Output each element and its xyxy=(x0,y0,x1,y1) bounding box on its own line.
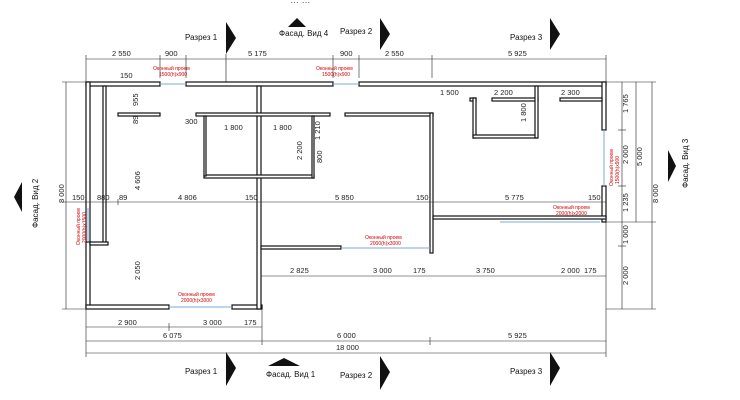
svg-text:Оконный проем: Оконный проем xyxy=(75,208,82,245)
bottom-dim-1: 2 900 xyxy=(118,318,137,327)
window-label-3b: 2000(h)х3000 xyxy=(370,241,401,247)
dim-2200-vert: 2 200 xyxy=(295,141,304,160)
right-dim-5: 2 000 xyxy=(621,266,630,285)
dim-2050: 2 050 xyxy=(133,261,142,280)
top-dim-2: 900 xyxy=(165,49,178,58)
mid-dim-4: 4 806 xyxy=(178,193,197,202)
svg-text:Фасад. Вид 1: Фасад. Вид 1 xyxy=(266,370,316,379)
dim-1500: 1 500 xyxy=(440,88,459,97)
svg-text:Разрез 3: Разрез 3 xyxy=(510,33,543,42)
dim-2825: 2 825 xyxy=(290,266,309,275)
bottom-dim-3: 175 xyxy=(244,318,257,327)
mid-dim-9: 150 xyxy=(588,193,601,202)
section-marker-s1-top: Разрез 1 xyxy=(185,22,236,82)
svg-text:2000(h)х1500: 2000(h)х1500 xyxy=(82,212,88,243)
bottom-dim-4: 6 075 xyxy=(163,331,182,340)
dim-2300: 2 300 xyxy=(561,88,580,97)
facade-marker-2: Фасад. Вид 2 xyxy=(14,178,40,228)
dim-3000-lower: 3 000 xyxy=(373,266,392,275)
window-openings xyxy=(87,83,605,308)
bottom-dim-2: 3 000 xyxy=(203,318,222,327)
bottom-dimension-chains xyxy=(85,222,607,357)
dim-1800-a: 1 800 xyxy=(224,123,243,132)
svg-text:Фасад. Вид 3: Фасад. Вид 3 xyxy=(681,138,690,188)
dim-89-vert: 89 xyxy=(131,116,140,124)
svg-text:Разрез 3: Разрез 3 xyxy=(510,367,543,376)
window-label-4: Оконный проем 2000(h)х1500 xyxy=(75,208,88,245)
window-label-6a: Оконный проем xyxy=(178,291,215,298)
right-total-a: 5 000 xyxy=(635,147,644,166)
mid-dim-2: 880 xyxy=(97,193,110,202)
section-marker-s2-top: Разрез 2 xyxy=(340,18,390,50)
window-label-2b: 1500(h)х900 xyxy=(322,72,350,78)
svg-text:Разрез 2: Разрез 2 xyxy=(340,27,373,36)
svg-text:1500(h)х900: 1500(h)х900 xyxy=(615,156,621,184)
section-marker-s1-bottom: Разрез 1 xyxy=(185,352,236,386)
top-dim-1: 2 550 xyxy=(112,49,131,58)
dim-175-lower: 175 xyxy=(413,266,426,275)
window-label-2a: Оконный проем xyxy=(316,65,353,72)
svg-text:Разрез 1: Разрез 1 xyxy=(185,33,218,42)
window-label-5b: 2000(h)х2000 xyxy=(556,211,587,217)
right-total-b: 8 000 xyxy=(651,184,660,203)
dim-1800-b: 1 800 xyxy=(273,123,292,132)
facade-marker-3: Фасад. Вид 3 xyxy=(668,138,690,188)
mid-dim-8: 5 775 xyxy=(505,193,524,202)
right-dim-1: 1 765 xyxy=(621,94,630,113)
dim-3750: 3 750 xyxy=(476,266,495,275)
right-dim-3: 1 235 xyxy=(621,193,630,212)
mid-dim-7: 150 xyxy=(416,193,429,202)
window-label-3a: Оконный проем xyxy=(365,234,402,241)
left-total: 8 000 xyxy=(57,184,66,203)
left-dimension-chain xyxy=(62,81,86,310)
mid-dim-3: 89 xyxy=(119,193,127,202)
dim-955: 955 xyxy=(131,93,140,106)
window-label-5a: Оконный проем xyxy=(553,204,590,211)
svg-text:Фасад. Вид 4: Фасад. Вид 4 xyxy=(279,29,329,38)
dim-2000-lower: 2 000 xyxy=(561,266,580,275)
section-marker-s3-bottom: Разрез 3 xyxy=(510,352,560,386)
svg-text:Фасад. Вид 2: Фасад. Вид 2 xyxy=(31,178,40,228)
bottom-dim-6: 5 925 xyxy=(508,331,527,340)
dim-2200: 2 200 xyxy=(494,88,513,97)
facade-marker-4: Фасад. Вид 4 xyxy=(279,18,329,38)
mid-dim-6: 5 850 xyxy=(335,193,354,202)
svg-text:Разрез 1: Разрез 1 xyxy=(185,367,218,376)
top-dimension-chain xyxy=(85,55,607,82)
dim-175-lower-b: 175 xyxy=(584,266,597,275)
dim-4606: 4 606 xyxy=(133,171,142,190)
bottom-total: 18 000 xyxy=(336,343,359,352)
right-dimension-chains xyxy=(606,81,656,310)
svg-text:Разрез 2: Разрез 2 xyxy=(340,371,373,380)
right-dim-2: 2 000 xyxy=(621,145,630,164)
right-dim-4: 1 000 xyxy=(621,225,630,244)
top-dim-4: 900 xyxy=(340,49,353,58)
interior-walls xyxy=(89,85,607,310)
bottom-dim-5: 6 000 xyxy=(337,331,356,340)
facade-marker-1: Фасад. Вид 1 xyxy=(266,358,316,379)
mid-dim-1: 150 xyxy=(72,193,85,202)
section-marker-s3-top: Разрез 3 xyxy=(510,18,560,50)
mid-dimension-chain xyxy=(62,199,606,205)
svg-text:Оконный проем: Оконный проем xyxy=(608,149,615,186)
top-dim-3: 5 175 xyxy=(248,49,267,58)
mid-dim-5: 150 xyxy=(245,193,258,202)
dim-1800-vert: 1 800 xyxy=(519,103,528,122)
dim-1210: 1 210 xyxy=(313,121,322,140)
top-dim-5: 2 550 xyxy=(385,49,404,58)
top-dim-6: 5 925 xyxy=(508,49,527,58)
dim-150-top: 150 xyxy=(120,71,133,80)
dim-300: 300 xyxy=(185,117,198,126)
window-label-1a: Оконный проем xyxy=(153,65,190,72)
window-label-1b: 1500(h)х900 xyxy=(159,72,187,78)
window-label-7: Оконный проем 1500(h)х900 xyxy=(608,149,621,186)
window-label-6b: 2000(h)х3000 xyxy=(181,298,212,304)
section-marker-s2-bottom: Разрез 2 xyxy=(340,356,390,390)
header-fragment: … … xyxy=(290,0,311,5)
dim-800: 800 xyxy=(315,150,324,163)
